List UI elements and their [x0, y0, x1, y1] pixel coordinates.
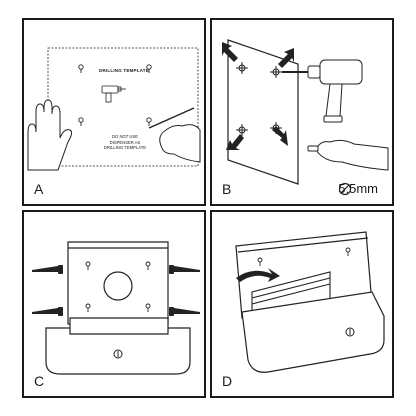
- template-warning: DO NOT USE DISPENSER AS DRILLING TEMPLAT…: [80, 134, 170, 151]
- step-letter: D: [222, 373, 233, 389]
- template-warning-line: DISPENSER AS: [109, 139, 141, 145]
- keyhole-icon: [85, 261, 151, 312]
- step-letter: C: [34, 373, 45, 389]
- screw-mounting-illustration: [32, 241, 200, 375]
- step-a-panel: DRILLING TEMPLATE DO NOT USE DISPENSER A…: [22, 18, 206, 206]
- step-c-panel: C: [22, 210, 206, 398]
- dispenser-base: [45, 317, 191, 375]
- drill-icon: [101, 85, 126, 103]
- template-warning-line: DO NOT USE: [112, 134, 138, 139]
- bottom-right-keyhole: [146, 117, 152, 126]
- hole-top-left: [236, 62, 248, 74]
- dispenser-base: [241, 291, 385, 373]
- lock-icon: [345, 327, 355, 337]
- step-d-panel: D: [210, 210, 394, 398]
- diameter-icon: [339, 182, 352, 196]
- keyhole-icon: [257, 247, 351, 266]
- bottom-left-keyhole: [78, 117, 84, 126]
- paper-loading-illustration: [235, 231, 385, 373]
- top-left-keyhole: [78, 64, 84, 73]
- wall-surface: [227, 39, 299, 185]
- template-title: DRILLING TEMPLATE: [99, 68, 149, 73]
- hole-bottom-left: [236, 124, 248, 136]
- step-letter: A: [34, 181, 44, 197]
- lock-icon: [113, 349, 123, 359]
- center-opening: [103, 271, 133, 301]
- arrow-icon: [222, 42, 294, 150]
- left-hand: [27, 99, 73, 171]
- wall-drilling-illustration: [222, 39, 389, 185]
- drill-size-spec: 5.5mm: [338, 182, 378, 196]
- screw-icon: [32, 265, 200, 316]
- hole-top-right: [270, 66, 282, 78]
- hand-with-plug: [307, 139, 389, 171]
- power-drill-icon: [282, 59, 363, 123]
- step-b-panel: B 5.5mm: [210, 18, 394, 206]
- template-warning-line: DRILLING TEMPLATE: [103, 145, 147, 150]
- dispenser-back-plate: [67, 241, 169, 325]
- right-hand-with-pencil: [148, 107, 201, 163]
- top-right-keyhole: [146, 64, 152, 73]
- step-letter: B: [222, 181, 232, 197]
- drilling-template-illustration: [27, 47, 201, 171]
- curved-arrow-icon: [236, 268, 280, 282]
